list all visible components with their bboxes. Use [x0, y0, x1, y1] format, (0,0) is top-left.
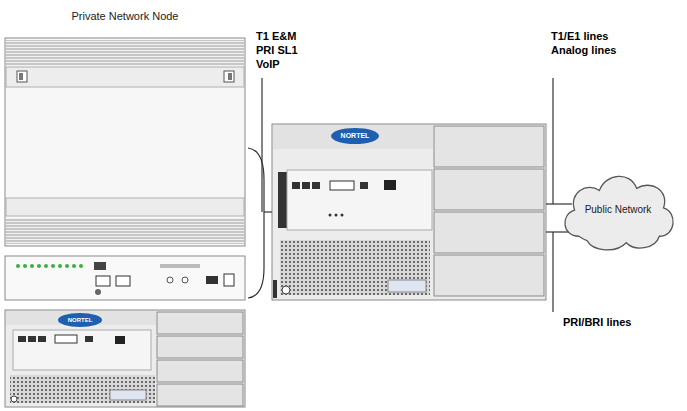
trunk-label: Analog lines: [551, 44, 616, 56]
call-server: [5, 310, 245, 407]
trunk-label: PRI/BRI lines: [563, 316, 631, 328]
link-type-label: VoIP: [256, 58, 280, 70]
node-label: Public Network: [565, 204, 672, 215]
logo-text: NORTEL: [341, 132, 370, 140]
link-lines: [248, 78, 572, 312]
pbx-cabinet: [5, 38, 245, 246]
link-type-label: T1 E&M: [256, 30, 296, 42]
logo-text: NORTEL: [68, 317, 93, 324]
media-gateway-module: [5, 256, 245, 300]
node-heading: Private Network Node: [68, 2, 183, 22]
link-type-label: PRI SL1: [256, 44, 298, 56]
trunk-label: T1/E1 lines: [551, 30, 608, 42]
public-network-cloud: Public Network: [556, 160, 680, 258]
signaling-server: [272, 124, 546, 300]
private-node: Private Network Node: [5, 2, 245, 246]
